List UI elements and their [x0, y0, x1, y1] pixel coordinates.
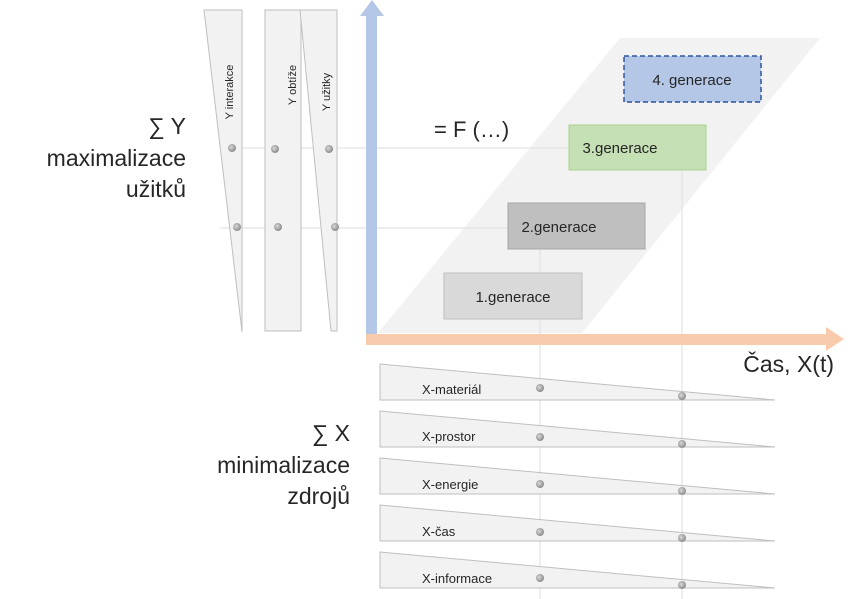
x-axis-arrow [366, 327, 844, 351]
formula-label: = F (…) [434, 117, 509, 142]
x-bar-material [379, 363, 776, 401]
dot [271, 145, 279, 153]
generation-band [378, 38, 820, 333]
gen2-box [507, 202, 646, 250]
dot [536, 574, 544, 582]
dot [233, 223, 241, 231]
dot [678, 487, 686, 495]
x-bar-informace [379, 551, 776, 589]
x-bar-label-energie: X-energie [422, 477, 478, 492]
y-bar-label-interakce: Y interakce [224, 65, 236, 120]
dot [274, 223, 282, 231]
gen1-box [443, 272, 583, 320]
y-bar-label-uzitky: Y užitky [321, 72, 333, 111]
x-sum-label: ∑ X [312, 420, 350, 446]
gen4-box [623, 55, 762, 103]
marker-dots [228, 144, 686, 589]
gen1-label: 1.generace [475, 289, 550, 306]
x-bar-cas [379, 504, 776, 542]
x-bar-label-prostor: X-prostor [422, 429, 476, 444]
x-resources-label: zdrojů [287, 483, 350, 509]
gen3-label: 3.generace [582, 140, 657, 157]
gen4-label: 4. generace [652, 72, 731, 89]
dot [536, 433, 544, 441]
dot [536, 384, 544, 392]
dot [325, 145, 333, 153]
x-bar-label-material: X-materiál [422, 382, 481, 397]
y-bar-obtize [264, 9, 302, 332]
time-axis-label: Čas, X(t) [743, 350, 834, 377]
dot [536, 528, 544, 536]
dot [536, 480, 544, 488]
x-bar-label-cas: X-čas [422, 524, 456, 539]
y-bar-interakce [203, 9, 243, 333]
y-benefits-label: užitků [126, 176, 186, 202]
y-maximize-label: maximalizace [47, 145, 186, 171]
x-bar-energie [379, 457, 776, 495]
dot [678, 534, 686, 542]
gen3-box [568, 124, 707, 171]
y-axis-arrow [360, 0, 384, 336]
gen2-label: 2.generace [521, 219, 596, 236]
dot [228, 144, 236, 152]
x-bar-label-informace: X-informace [422, 571, 492, 586]
y-bar-label-obtize: Y obtíže [287, 65, 299, 105]
y-bar-uzitky [299, 9, 338, 332]
y-bars [203, 9, 338, 333]
dot [331, 223, 339, 231]
x-bar-prostor [379, 410, 776, 448]
y-sum-label: ∑ Y [148, 113, 186, 139]
dot [678, 392, 686, 400]
dot [678, 581, 686, 589]
x-bars [379, 363, 776, 589]
x-minimize-label: minimalizace [217, 452, 350, 478]
dot [678, 440, 686, 448]
